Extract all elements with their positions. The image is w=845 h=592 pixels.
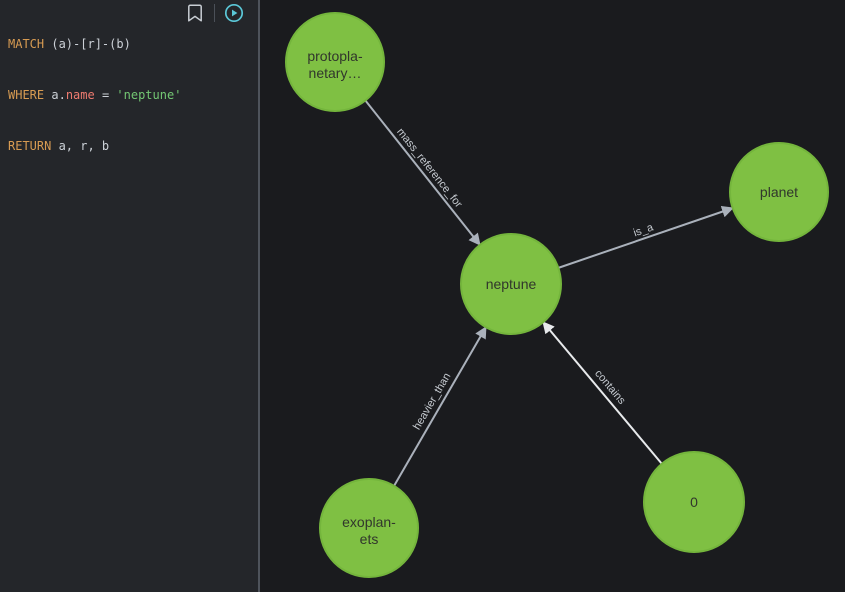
edge-heavier-than[interactable]: heavier_than (393, 326, 487, 487)
toolbar-divider (214, 4, 215, 22)
graph-visualization: mass_reference_for is_a heavier_than con… (285, 12, 829, 578)
property-token: name (65, 88, 95, 102)
node-exoplanets[interactable]: exoplan- ets (319, 478, 419, 578)
code-token: (a)-[r]-(b) (44, 37, 131, 51)
editor-toolbar (185, 2, 244, 24)
string-token: 'neptune' (116, 88, 182, 102)
node-circle[interactable] (319, 478, 419, 578)
edge-label[interactable]: mass_reference_for (394, 126, 464, 210)
node-circle[interactable] (285, 12, 385, 112)
save-favorite-button[interactable] (185, 2, 205, 24)
code-line: MATCH (a)-[r]-(b) (8, 36, 258, 53)
code-token: a, r, b (51, 139, 110, 153)
bookmark-icon (188, 4, 202, 22)
node-protoplanetary[interactable]: protopla- netary… (285, 12, 385, 112)
keyword-token: WHERE (8, 88, 45, 102)
node-circle[interactable] (460, 233, 562, 335)
edge-line[interactable] (364, 99, 481, 246)
edge-is-a[interactable]: is_a (557, 205, 734, 269)
node-circle[interactable] (729, 142, 829, 242)
edge-mass-reference-for[interactable]: mass_reference_for (364, 99, 481, 246)
query-panel: MATCH (a)-[r]-(b) WHERE a.name = 'neptun… (0, 0, 260, 592)
keyword-token: RETURN (8, 139, 52, 153)
operator-token: = (94, 88, 117, 102)
node-zero[interactable]: 0 (643, 451, 745, 553)
edge-line[interactable] (542, 321, 663, 465)
edge-line[interactable] (557, 205, 734, 269)
keyword-token: MATCH (8, 37, 45, 51)
node-planet[interactable]: planet (729, 142, 829, 242)
run-query-button[interactable] (224, 2, 244, 24)
code-line: WHERE a.name = 'neptune' (8, 87, 258, 104)
code-token: a. (44, 88, 66, 102)
cypher-editor[interactable]: MATCH (a)-[r]-(b) WHERE a.name = 'neptun… (0, 0, 258, 189)
code-line: RETURN a, r, b (8, 138, 258, 155)
node-neptune[interactable]: neptune (460, 233, 562, 335)
play-circle-icon (224, 3, 244, 23)
node-circle[interactable] (643, 451, 745, 553)
edge-contains[interactable]: contains (542, 321, 663, 465)
nodes-layer: protopla- netary… neptune planet exoplan… (285, 12, 829, 578)
edge-line[interactable] (393, 326, 487, 487)
graph-canvas[interactable]: mass_reference_for is_a heavier_than con… (260, 0, 845, 592)
edge-label[interactable]: heavier_than (411, 371, 453, 432)
